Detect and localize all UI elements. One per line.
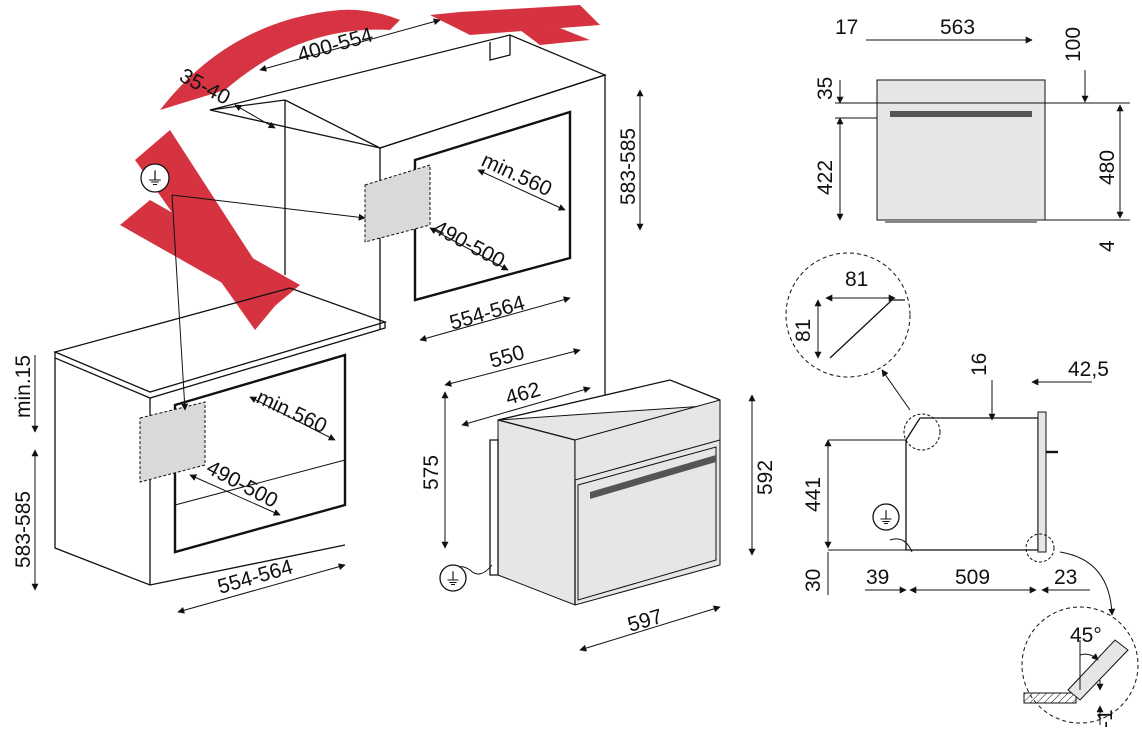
- dim-front-body: 480: [1096, 150, 1119, 185]
- detail-bevel-top: [785, 252, 911, 411]
- dim-upper-inner: 490-500: [430, 216, 509, 272]
- dim-detail-gap: -1: [1094, 709, 1117, 728]
- dim-side-front: 42,5: [1068, 358, 1109, 381]
- plug-callout-oven: ⏚: [439, 564, 467, 592]
- dim-lower-min-top: min.15: [12, 355, 35, 418]
- dim-front-side: 17: [835, 16, 858, 39]
- dim-side-foot: 30: [802, 569, 825, 592]
- dim-front-bottom: 4: [1096, 240, 1119, 252]
- plug-callout-top: ⏚: [140, 163, 366, 411]
- dim-oven-depth-outer: 550: [487, 341, 527, 373]
- dim-lower-width: 554-564: [215, 555, 296, 598]
- plug-icon: ⏚: [146, 169, 164, 190]
- dim-detail-angle: 45°: [1070, 624, 1102, 647]
- dim-side-depth: 509: [955, 566, 990, 589]
- dim-oven-width: 597: [625, 605, 665, 637]
- dim-oven-total-height: 592: [754, 460, 777, 495]
- dim-front-width: 563: [940, 16, 975, 39]
- lower-cabinet: [53, 287, 388, 586]
- dim-lower-min-depth: min.560: [253, 386, 330, 438]
- svg-text:⏚: ⏚: [445, 570, 462, 590]
- oven-side-view: ⏚: [824, 378, 1116, 616]
- dim-lower-inner: 490-500: [203, 456, 282, 512]
- dim-upper-height: 583-585: [617, 128, 640, 205]
- watermark-logo: [120, 5, 600, 330]
- dimension-lines-main: [31, 18, 756, 652]
- dim-upper-width: 554-564: [447, 291, 528, 334]
- dim-oven-depth-inner: 462: [503, 378, 543, 410]
- dim-front-panel: 35: [814, 77, 837, 100]
- dim-side-height: 441: [802, 477, 825, 512]
- svg-text:⏚: ⏚: [878, 509, 895, 529]
- dim-side-back: 39: [866, 566, 889, 589]
- dim-detail-h: 81: [845, 268, 868, 291]
- dim-lower-height: 583-585: [12, 491, 35, 568]
- dim-upper-min-depth: min.560: [478, 149, 555, 201]
- dim-detail-v: 81: [792, 319, 815, 342]
- oven-front-view: [835, 36, 1130, 223]
- oven-3d: [449, 379, 721, 606]
- upper-cabinet: [209, 34, 607, 395]
- dim-front-top: 100: [1062, 27, 1085, 62]
- dim-front-door: 422: [814, 160, 837, 195]
- dim-side-door: 23: [1054, 566, 1077, 589]
- dim-side-top: 16: [968, 353, 991, 376]
- detail-bevel-bottom: [1021, 606, 1139, 725]
- dim-oven-body-height: 575: [420, 455, 443, 490]
